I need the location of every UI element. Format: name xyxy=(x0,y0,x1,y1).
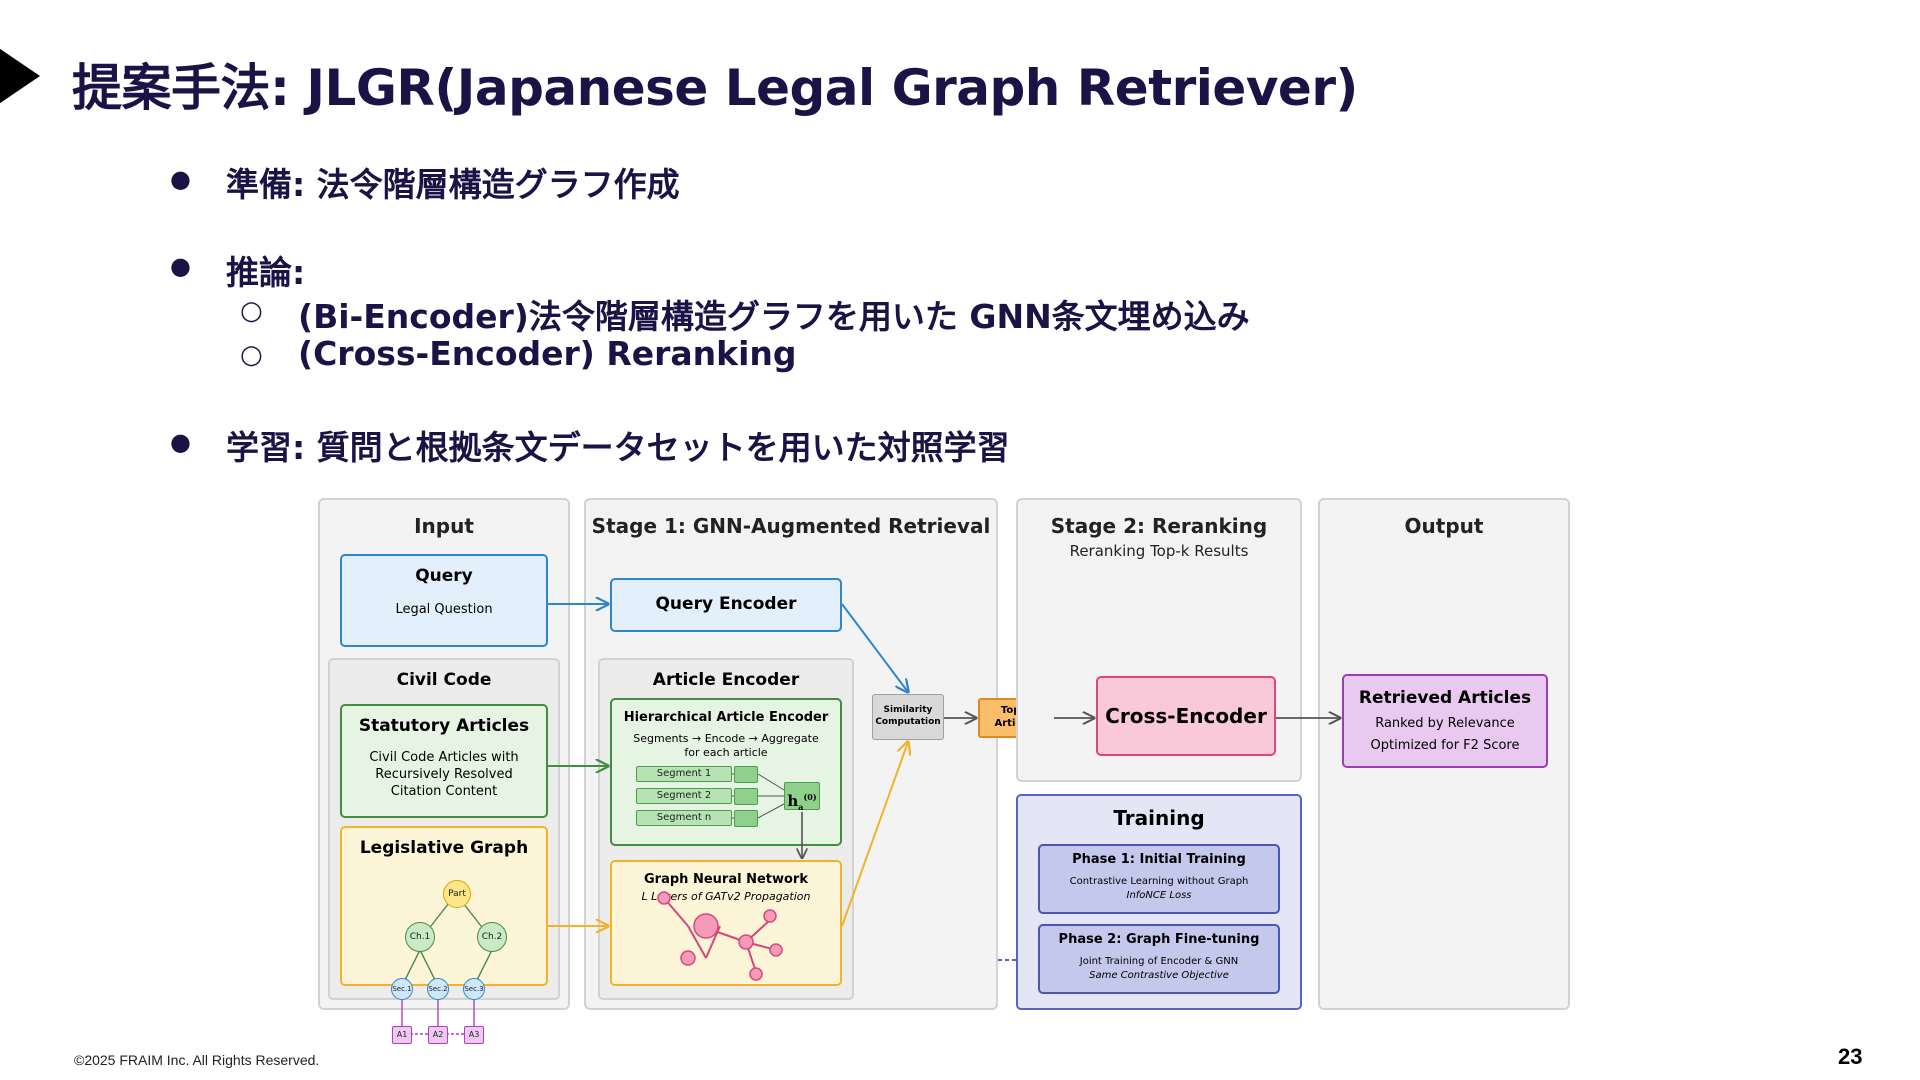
graph-node-ch1: Ch.1 xyxy=(405,922,435,952)
hae-title: Hierarchical Article Encoder xyxy=(623,710,829,725)
bullet-prep: 準備: 法令階層構造グラフ作成 xyxy=(226,165,680,204)
graph-node-a1: A1 xyxy=(392,1026,412,1044)
statutory-title: Statutory Articles xyxy=(358,716,530,736)
retrieved-title: Retrieved Articles xyxy=(1358,688,1532,708)
stage1-title: Stage 1: GNN-Augmented Retrieval xyxy=(591,514,991,538)
bullet-icon: ● xyxy=(170,165,191,193)
segment-1: Segment 1 xyxy=(636,766,732,782)
sub-bullet-icon: ○ xyxy=(240,340,263,370)
segment-embedding xyxy=(734,810,758,827)
gnn-subtitle: L Layers of GATv2 Propagation xyxy=(641,890,811,903)
bullet-icon: ● xyxy=(170,252,191,280)
similarity-line: Computation xyxy=(875,717,941,727)
query-subtitle: Legal Question xyxy=(395,602,493,617)
phase2-title: Phase 2: Graph Fine-tuning xyxy=(1058,932,1260,947)
legislative-graph-box: Legislative Graph xyxy=(340,826,548,986)
copyright-footer: ©2025 FRAIM Inc. All Rights Reserved. xyxy=(74,1052,320,1068)
stage2-title: Stage 2: Reranking xyxy=(1050,514,1268,538)
graph-node-sec1: Sec.1 xyxy=(391,978,413,1000)
slide-title: 提案手法: JLGR(Japanese Legal Graph Retrieve… xyxy=(72,59,1358,117)
page-number: 23 xyxy=(1838,1044,1863,1069)
bullet-inference: 推論: xyxy=(226,253,306,292)
sub-bullet-icon: ○ xyxy=(240,296,263,326)
hae-line: Segments → Encode → Aggregate xyxy=(633,732,819,745)
h-symbol: h xyxy=(787,792,799,810)
graph-node-sec2: Sec.2 xyxy=(427,978,449,1000)
stage2-subtitle: Reranking Top-k Results xyxy=(1069,542,1249,560)
segment-link xyxy=(757,773,785,791)
cross-encoder-label: Cross-Encoder xyxy=(1105,704,1267,728)
gnn-sim-arrow xyxy=(841,742,908,927)
graph-node-sec3: Sec.3 xyxy=(463,978,485,1000)
graph-node-a3: A3 xyxy=(464,1026,484,1044)
output-title: Output xyxy=(1404,514,1484,538)
phase1-title: Phase 1: Initial Training xyxy=(1072,852,1246,867)
phase2-line: Joint Training of Encoder & GNN xyxy=(1079,956,1239,967)
phase1-line: Contrastive Learning without Graph xyxy=(1069,876,1249,887)
gnn-molecule-edges xyxy=(663,897,777,973)
phase1-box: Phase 1: Initial Training Contrastive Le… xyxy=(1038,844,1280,914)
h-subscript: a xyxy=(798,802,804,812)
article-encoder-title: Article Encoder xyxy=(652,670,800,690)
topk-line: Top-k xyxy=(980,705,1052,716)
statutory-articles-box: Statutory Articles Civil Code Articles w… xyxy=(340,704,548,818)
query-box: Query Legal Question xyxy=(340,554,548,647)
civil-code-title: Civil Code xyxy=(396,670,492,690)
training-title: Training xyxy=(1113,806,1205,830)
legislative-graph-title: Legislative Graph xyxy=(359,838,529,858)
article-edges xyxy=(401,996,475,1035)
graph-node-part: Part xyxy=(443,880,471,908)
retrieved-line: Optimized for F2 Score xyxy=(1370,738,1520,753)
segment-embedding xyxy=(734,766,758,783)
statutory-line: Recursively Resolved xyxy=(375,767,513,782)
segment-n: Segment n xyxy=(636,810,732,826)
segment-embedding xyxy=(734,788,758,805)
input-panel-title: Input xyxy=(414,514,474,538)
retrieved-articles-box: Retrieved Articles Ranked by Relevance O… xyxy=(1342,674,1548,768)
gnn-title: Graph Neural Network xyxy=(644,872,808,887)
graph-node-a2: A2 xyxy=(428,1026,448,1044)
bullet-icon: ● xyxy=(170,428,191,456)
gnn-box: Graph Neural Network L Layers of GATv2 P… xyxy=(610,860,842,986)
phase1-line: InfoNCE Loss xyxy=(1126,890,1192,901)
similarity-computation-box: Similarity Computation xyxy=(872,694,944,740)
query-title: Query xyxy=(415,566,473,586)
aggregated-embedding: ha(0) xyxy=(784,782,820,812)
graph-node-ch2: Ch.2 xyxy=(477,922,507,952)
statutory-line: Civil Code Articles with xyxy=(369,750,519,765)
cross-encoder-box: Cross-Encoder xyxy=(1096,676,1276,756)
sub-bullet-cross-encoder: (Cross-Encoder) Reranking xyxy=(298,334,797,373)
query-sim-arrow xyxy=(841,603,908,692)
title-marker-icon xyxy=(0,34,40,118)
phase2-line: Same Contrastive Objective xyxy=(1089,970,1229,981)
h-superscript: (0) xyxy=(803,792,817,802)
bullet-learning: 学習: 質問と根拠条文データセットを用いた対照学習 xyxy=(226,428,1010,467)
segment-2: Segment 2 xyxy=(636,788,732,804)
hae-line: for each article xyxy=(684,746,768,759)
gnn-molecule-nodes xyxy=(657,891,783,981)
phase2-box: Phase 2: Graph Fine-tuning Joint Trainin… xyxy=(1038,924,1280,994)
sub-bullet-bi-encoder: (Bi-Encoder)法令階層構造グラフを用いた GNN条文埋め込み xyxy=(298,297,1250,336)
retrieved-line: Ranked by Relevance xyxy=(1375,716,1515,731)
statutory-line: Citation Content xyxy=(390,784,498,799)
similarity-line: Similarity xyxy=(883,705,933,715)
query-encoder-box: Query Encoder xyxy=(610,578,842,632)
segment-link xyxy=(757,803,785,819)
query-encoder-label: Query Encoder xyxy=(655,594,797,614)
